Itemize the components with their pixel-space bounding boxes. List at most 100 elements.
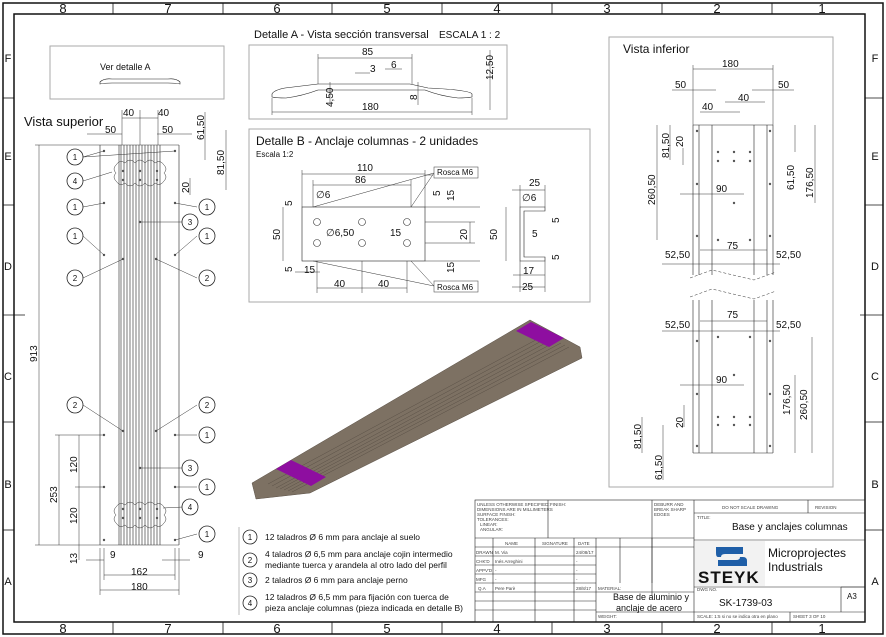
balloon-2: 2 bbox=[73, 274, 78, 283]
dim-86: 86 bbox=[355, 175, 367, 186]
inf-dim-40-a: 40 bbox=[738, 93, 750, 104]
vista-superior-view: Vista superior bbox=[24, 108, 227, 595]
inf-lower-dim-81-50: 81,50 bbox=[633, 424, 644, 449]
dim-phi6: ∅6 bbox=[316, 190, 331, 201]
zone-row-f-right: F bbox=[872, 53, 879, 65]
zone-col-7-bottom: 7 bbox=[164, 621, 171, 636]
detalle-b-scale: Escala 1:2 bbox=[256, 150, 294, 159]
hole-legend: 1 2 3 4 12 taladros Ø 6 mm para anclaje … bbox=[238, 527, 463, 615]
tol-line-3: SURFACE FINISH: bbox=[477, 512, 516, 517]
zone-col-6-top: 6 bbox=[273, 1, 280, 16]
anchor-plate-side bbox=[519, 206, 546, 262]
detalle-a-scale: ESCALA 1 : 2 bbox=[439, 30, 501, 41]
dim-4-50: 4,50 bbox=[325, 87, 336, 107]
dim-40-b: 40 bbox=[378, 279, 390, 290]
zone-col-2-top: 2 bbox=[713, 1, 720, 16]
inf-lower-dim-90: 90 bbox=[716, 375, 728, 386]
zone-col-4-top: 4 bbox=[493, 1, 500, 16]
dim-12-50: 12,50 bbox=[485, 55, 496, 80]
company-name-line-1: Microprojectes bbox=[768, 546, 846, 560]
title-block: UNLESS OTHERWISE SPECIFIED: DIMENSIONS A… bbox=[474, 499, 866, 623]
dim-81-50: 81,50 bbox=[216, 150, 227, 175]
zone-row-b-right: B bbox=[871, 479, 878, 491]
zone-col-3-bottom: 3 bbox=[603, 621, 610, 636]
inf-dim-52-50-left: 52,50 bbox=[665, 250, 690, 261]
dim-9-right: 9 bbox=[198, 550, 204, 561]
zone-row-c-left: C bbox=[4, 371, 12, 383]
zone-col-5-top: 5 bbox=[383, 1, 390, 16]
deburr-line-2: BREAK SHARP bbox=[654, 507, 686, 512]
dim-120-a: 120 bbox=[69, 456, 80, 473]
balloon-1: 1 bbox=[73, 232, 78, 241]
inf-dim-50-right: 50 bbox=[778, 80, 790, 91]
detalle-b-view: Detalle B - Anclaje columnas - 2 unidade… bbox=[248, 128, 591, 303]
company-name-line-2: Industrials bbox=[768, 560, 823, 574]
deburr-line-3: EDGES bbox=[654, 512, 670, 517]
balloon-1: 1 bbox=[205, 483, 210, 492]
company-logo-text: STEYK bbox=[698, 568, 760, 587]
date-drawn: 24/08/17 bbox=[576, 550, 594, 555]
bracket-render-front bbox=[276, 460, 326, 486]
inf-lower-dim-176-50: 176,50 bbox=[782, 384, 793, 415]
tol-line-5: LINEAR: bbox=[480, 522, 498, 527]
drawing-number: SK-1739-03 bbox=[719, 598, 773, 609]
inf-dim-81-50: 81,50 bbox=[661, 133, 672, 158]
zone-col-3-top: 3 bbox=[603, 1, 610, 16]
detail-b-zone-bottom bbox=[113, 501, 167, 529]
zone-row-d-left: D bbox=[4, 261, 12, 273]
sheet-size: A3 bbox=[847, 592, 857, 601]
zone-col-8-bottom: 8 bbox=[59, 621, 66, 636]
name-mfg: - bbox=[495, 577, 497, 582]
callout-rosca-m6-top: Rosca M6 bbox=[437, 168, 474, 177]
sheet-label: SHEET 3 OF 10 bbox=[793, 614, 826, 619]
name-drawn: M. Via bbox=[495, 550, 508, 555]
dwg-no-label: DWG NO. bbox=[697, 587, 717, 592]
dim-253: 253 bbox=[49, 486, 60, 503]
legend-text-3: 2 taladros Ø 6 mm para anclaje perno bbox=[265, 575, 408, 585]
balloon-2: 2 bbox=[205, 274, 210, 283]
side-dim-phi6: ∅6 bbox=[522, 193, 537, 204]
side-dim-5-b: 5 bbox=[551, 254, 562, 260]
tol-line-4: TOLERANCES: bbox=[477, 517, 509, 522]
zone-row-a-right: A bbox=[871, 576, 879, 588]
profile-thumbnail bbox=[99, 78, 181, 85]
name-qa: Pere Parè bbox=[495, 586, 516, 591]
callout-rosca-m6-bottom: Rosca M6 bbox=[437, 283, 474, 292]
base-render bbox=[251, 319, 583, 500]
vista-inferior-view: Vista inferior bbox=[608, 36, 834, 488]
date-mfg: - bbox=[576, 577, 578, 582]
inf-lower-dim-52-50-right: 52,50 bbox=[776, 320, 801, 331]
drawing-title: Base y anclajes columnas bbox=[732, 522, 848, 533]
balloon-2: 2 bbox=[205, 401, 210, 410]
isometric-render bbox=[251, 319, 583, 500]
material-line-2: anclaje de acero bbox=[616, 603, 682, 613]
detalle-a-title: Detalle A - Vista sección transversal bbox=[254, 29, 429, 41]
dim-15-right-top: 15 bbox=[446, 189, 457, 201]
balloon-3: 3 bbox=[188, 218, 193, 227]
role-drawn: DRAWN bbox=[476, 550, 493, 555]
detalle-a-view: Detalle A - Vista sección transversal ES… bbox=[248, 29, 508, 120]
inf-dim-176-50: 176,50 bbox=[805, 167, 816, 198]
dim-20: 20 bbox=[181, 181, 192, 193]
legend-text-4a: 12 taladros Ø 6,5 mm para fijación con t… bbox=[265, 592, 449, 602]
side-dim-25-bottom: 25 bbox=[522, 282, 534, 293]
zone-row-f-left: F bbox=[5, 53, 12, 65]
name-checked: Inés Arreghini bbox=[495, 559, 523, 564]
dim-120-b: 120 bbox=[69, 507, 80, 524]
dim-85: 85 bbox=[362, 47, 374, 58]
dim-50-right: 50 bbox=[162, 125, 174, 136]
dim-40-a: 40 bbox=[334, 279, 346, 290]
inf-dim-50-left: 50 bbox=[675, 80, 687, 91]
side-dim-5-a: 5 bbox=[551, 217, 562, 223]
balloon-4: 4 bbox=[73, 177, 78, 186]
vista-superior-title: Vista superior bbox=[24, 114, 104, 129]
dim-15-right-bottom: 15 bbox=[446, 261, 457, 273]
dim-15-center: 15 bbox=[390, 228, 402, 239]
dim-40-left: 40 bbox=[123, 108, 135, 119]
balloon-1: 1 bbox=[73, 203, 78, 212]
tol-line-2: DIMENSIONS ARE IN MILLIMETERS bbox=[477, 507, 553, 512]
zone-row-b-left: B bbox=[4, 479, 11, 491]
anchor-plate-front bbox=[301, 206, 426, 262]
weight-label: WEIGHT: bbox=[598, 614, 617, 619]
legend-text-4b: pieza anclaje columnas (pieza indicada e… bbox=[265, 603, 463, 613]
